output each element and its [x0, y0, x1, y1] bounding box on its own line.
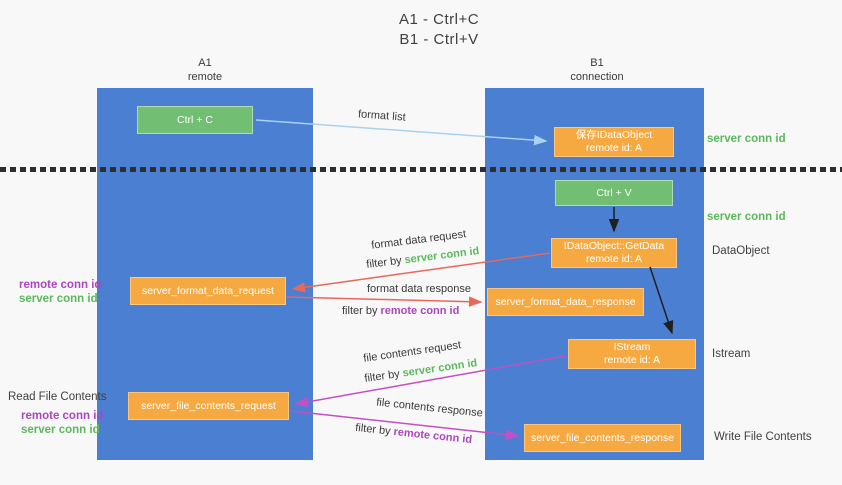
lane-b1-header: B1 connection	[522, 56, 672, 84]
node-server-file-contents-response: server_file_contents_response	[524, 424, 681, 452]
side-label-write-file-contents: Write File Contents	[714, 431, 812, 443]
label-file-contents-response: file contents response	[376, 396, 484, 419]
filter-key-server-conn-id: server conn id	[403, 245, 480, 267]
node-save-idataobject-line2: remote id: A	[585, 142, 643, 154]
node-ctrl-c-label: Ctrl + C	[177, 113, 213, 126]
filter-key-server-conn-id: server conn id	[401, 357, 478, 380]
node-server-file-contents-request: server_file_contents_request	[128, 392, 289, 420]
node-idataobject-getdata-line2: remote id: A	[585, 253, 643, 265]
label-format-data-response-text: format data response	[367, 283, 471, 295]
node-istream-line1: IStream	[613, 341, 651, 353]
lane-b1-subtitle: connection	[570, 71, 624, 83]
side-label-istream: Istream	[712, 348, 751, 360]
label-format-list: format list	[358, 108, 406, 123]
label-format-list-text: format list	[357, 108, 407, 124]
lane-a1-subtitle: remote	[187, 71, 223, 83]
lane-a1-header: A1 remote	[130, 56, 280, 84]
node-server-format-data-request-label: server_format_data_request	[142, 284, 274, 297]
filter-key-remote-conn-id: remote conn id	[380, 305, 460, 317]
lane-a1-title: A1	[198, 57, 212, 69]
diagram-title: A1 - Ctrl+C B1 - Ctrl+V	[0, 10, 842, 50]
node-ctrl-v-label: Ctrl + V	[596, 186, 632, 199]
filter-key-remote-conn-id: remote conn id	[392, 425, 473, 447]
node-ctrl-c: Ctrl + C	[137, 106, 253, 134]
node-istream-line2: remote id: A	[603, 354, 661, 366]
label-format-data-response: format data response	[367, 283, 471, 295]
node-server-format-data-response-label: server_format_data_response	[495, 295, 636, 308]
filter-prefix: filter by	[365, 254, 403, 271]
side-label-server-conn-id-1: server conn id	[19, 293, 98, 305]
filter-prefix: filter by	[363, 368, 401, 385]
lane-b1-title: B1	[590, 57, 604, 69]
node-idataobject-getdata: IDataObject::GetData remote id: A	[551, 238, 677, 268]
node-istream: IStream remote id: A	[568, 339, 696, 369]
node-save-idataobject-line1: 保存IDataObject	[575, 129, 653, 141]
node-save-idataobject: 保存IDataObject remote id: A	[554, 127, 674, 157]
node-server-file-contents-request-label: server_file_contents_request	[141, 399, 276, 412]
filter-prefix: filter by	[354, 421, 392, 438]
side-label-dataobject: DataObject	[712, 245, 770, 257]
node-idataobject-getdata-line1: IDataObject::GetData	[563, 240, 665, 252]
side-label-read-file-contents: Read File Contents	[8, 391, 107, 403]
node-server-file-contents-response-label: server_file_contents_response	[530, 431, 674, 444]
title-line-2: B1 - Ctrl+V	[399, 31, 479, 48]
filter-prefix: filter by	[342, 305, 378, 317]
node-server-format-data-response: server_format_data_response	[487, 288, 644, 316]
title-line-1: A1 - Ctrl+C	[398, 11, 480, 28]
side-label-server-conn-id-2: server conn id	[21, 424, 100, 436]
side-label-remote-conn-id-1: remote conn id	[19, 279, 102, 291]
arrow-format-data-response	[286, 296, 483, 307]
phase-divider-dotted-line	[0, 167, 842, 172]
label-file-contents-response-text: file contents response	[375, 396, 484, 420]
side-label-server-conn-id-top: server conn id	[707, 133, 786, 145]
side-label-server-conn-id-mid: server conn id	[707, 211, 786, 223]
node-ctrl-v: Ctrl + V	[555, 180, 673, 206]
side-label-remote-conn-id-2: remote conn id	[21, 410, 104, 422]
node-server-format-data-request: server_format_data_request	[130, 277, 286, 305]
